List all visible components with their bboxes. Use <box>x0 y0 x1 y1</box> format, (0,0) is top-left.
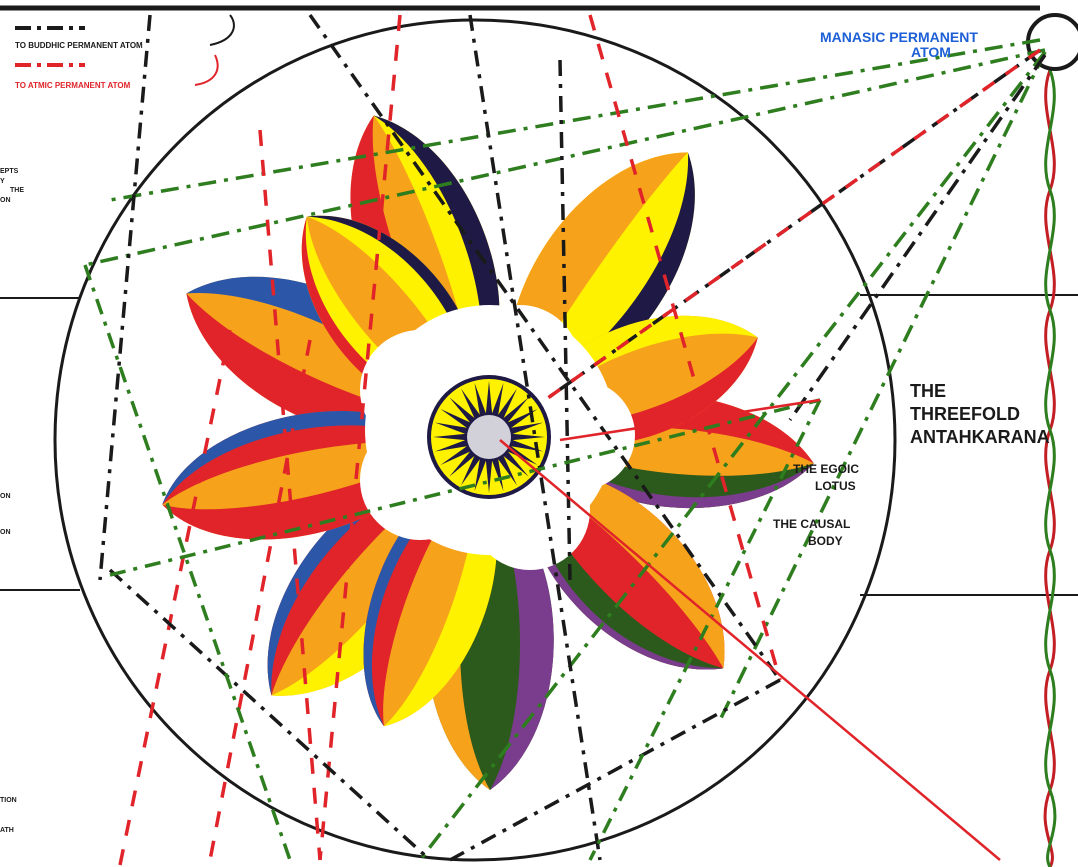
left-fragment-8: ATH <box>0 827 14 834</box>
left-fragment-5: ON <box>0 493 11 500</box>
left-fragment-3: THE <box>10 187 24 194</box>
threefold-antahkarana-label: THE THREEFOLD ANTAHKARANA <box>910 381 1050 447</box>
left-edge-fragments: EPTS Y THE ON ON ON TION ATH <box>0 168 24 834</box>
causal-line2: BODY <box>808 534 843 548</box>
egoic-line1: THE EGOIC <box>793 462 859 476</box>
causal-line1: THE CAUSAL <box>773 517 850 531</box>
manasic-label-line2: ATOM <box>911 44 951 60</box>
manasic-label-line1: MANASIC PERMANENT <box>820 29 978 45</box>
egoic-line2: LOTUS <box>815 479 856 493</box>
left-fragment-6: ON <box>0 529 11 536</box>
left-fragment-2: Y <box>0 178 5 185</box>
antahkarana-cord <box>1045 70 1055 867</box>
threefold-line1: THE <box>910 381 946 401</box>
legend-atmic-label: TO ATMIC PERMANENT ATOM <box>15 81 131 90</box>
left-fragment-1: EPTS <box>0 168 19 175</box>
threefold-line2: THREEFOLD <box>910 404 1020 424</box>
legend-buddhic-label: TO BUDDHIC PERMANENT ATOM <box>15 41 143 50</box>
legend: TO BUDDHIC PERMANENT ATOM TO ATMIC PERMA… <box>15 15 234 90</box>
jewel-in-the-lotus <box>427 375 551 499</box>
left-fragment-4: ON <box>0 197 11 204</box>
legend-atmic-leader <box>195 55 218 85</box>
threefold-line3: ANTAHKARANA <box>910 427 1050 447</box>
legend-buddhic-leader <box>210 15 234 45</box>
left-fragment-7: TION <box>0 797 17 804</box>
egoic-lotus-label: THE EGOIC LOTUS <box>793 462 859 493</box>
